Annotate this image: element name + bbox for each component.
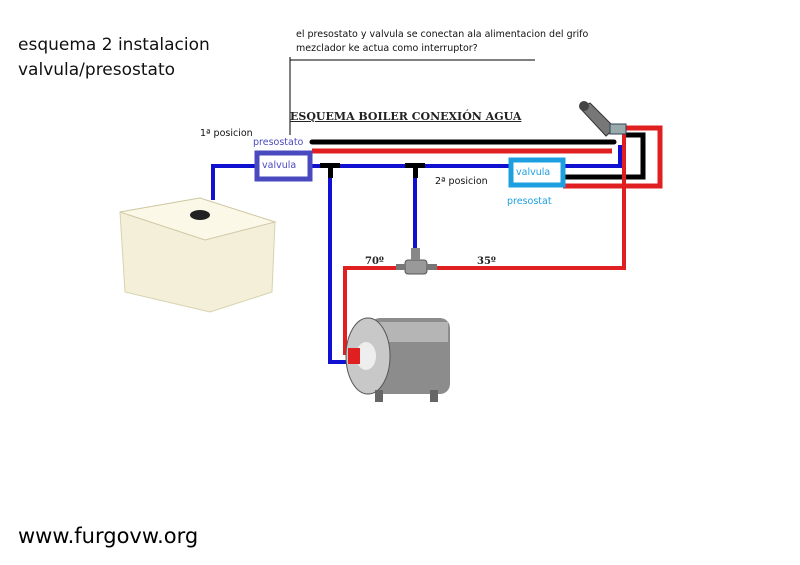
temp-hot-label: 70º [365, 256, 384, 267]
wire-red-pos2 [563, 125, 663, 189]
title-line-2: valvula/presostato [18, 60, 176, 80]
t-fitting-1 [320, 163, 340, 168]
water-tank [119, 197, 277, 313]
diagram-heading: ESQUEMA BOILER CONEXIÓN AGUA [290, 110, 522, 123]
position2-presostat-label: presostat [507, 196, 552, 207]
question-line-2: mezclador ke actua como interruptor? [296, 43, 478, 54]
position1-valvula-label: valvula [262, 160, 297, 171]
position1-label: 1ª posicion [200, 128, 253, 139]
mixing-valve [396, 248, 437, 275]
question-line-1: el presostato y valvula se conectan ala … [296, 29, 589, 40]
title-line-1: esquema 2 instalacion [18, 35, 210, 55]
hot-water-pipe [343, 130, 626, 355]
t-fitting-2 [405, 163, 425, 168]
wire-black-pos2 [563, 132, 646, 180]
temp-mixed-label: 35º [477, 256, 496, 267]
position2-label: 2ª posicion [435, 176, 488, 187]
watermark: www.furgovw.org [18, 524, 199, 548]
valve-box-pos1 [254, 150, 313, 182]
position2-valvula-label: valvula [516, 167, 551, 178]
cold-pipe-to-boiler [328, 166, 348, 364]
faucet-icon [579, 101, 627, 137]
boiler [345, 317, 450, 402]
position1-presostato-label: presostato [253, 137, 304, 148]
valve-box-pos2 [508, 157, 566, 188]
